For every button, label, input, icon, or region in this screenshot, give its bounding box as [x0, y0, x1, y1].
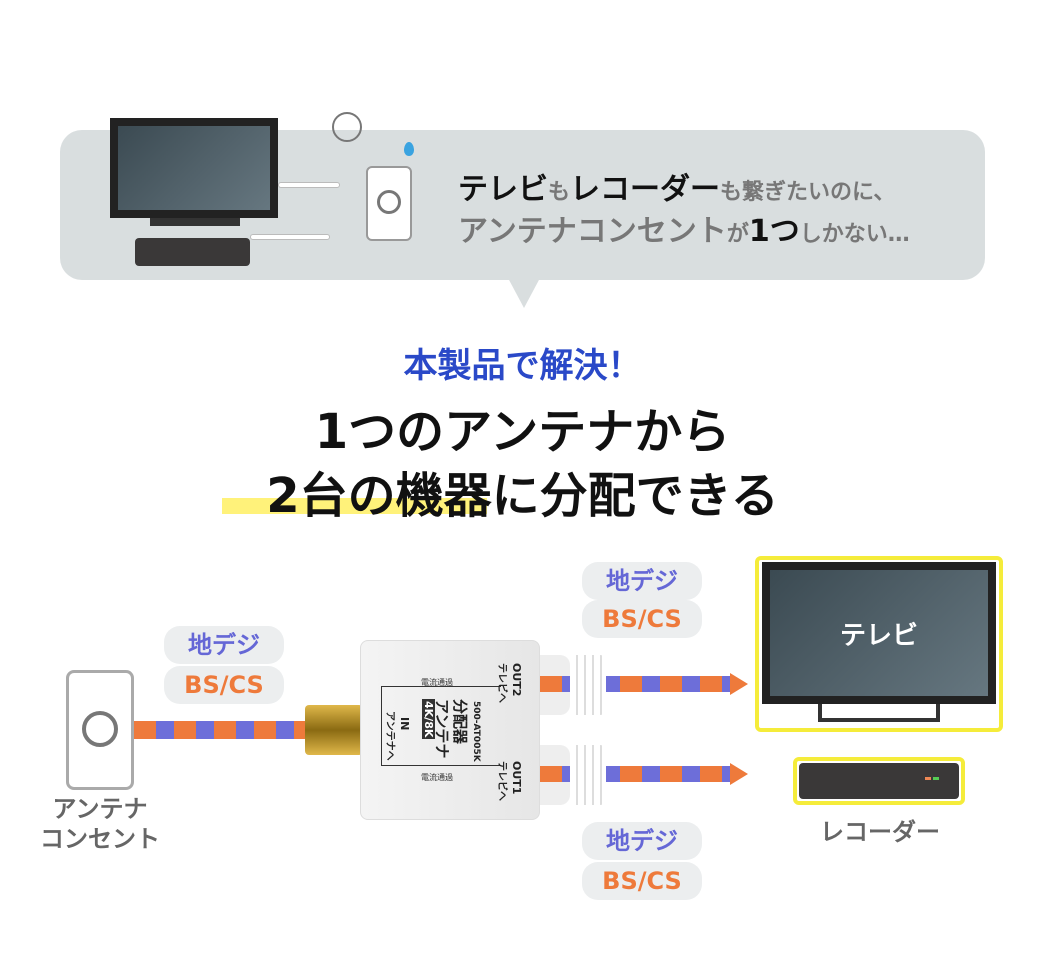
- antenna-outlet-icon: [366, 166, 412, 241]
- tag-terrestrial: 地デジ: [582, 562, 702, 600]
- splitter-model: 500-AT005K: [471, 701, 481, 762]
- headline-rest: に分配できる: [491, 468, 779, 524]
- tv-label: テレビ: [839, 620, 918, 651]
- outlet-label-line: コンセント: [40, 825, 160, 853]
- headline-line-1: 1つのアンテナから: [314, 404, 731, 460]
- tv: テレビ: [762, 562, 996, 704]
- tv-stand: [150, 218, 240, 226]
- tv-highlight-frame: [755, 556, 1003, 732]
- cable-icon: [250, 234, 330, 240]
- bubble-line-2: アンテナコンセントが1つしかない…: [458, 206, 910, 250]
- text-tv: テレビ: [458, 172, 548, 207]
- tag-terrestrial: 地デジ: [582, 822, 702, 860]
- text: も: [548, 180, 571, 205]
- cable-boot: [570, 745, 606, 805]
- out1-sub: テレビへ: [496, 761, 507, 801]
- recorder-label: レコーダー: [820, 818, 940, 846]
- splitter-name: 分配器: [451, 699, 469, 745]
- tag-bscs: BS/CS: [582, 600, 702, 638]
- text-recorder: レコーダー: [570, 172, 721, 207]
- in-sub: アンテナへ: [384, 711, 395, 761]
- out2-label: OUT2: [510, 663, 523, 697]
- signal-line: [381, 686, 501, 766]
- headline-highlight: 2台の機器: [266, 468, 492, 524]
- recorder-highlight-frame: [793, 757, 965, 805]
- outlet-label: アンテナコンセント: [30, 794, 170, 854]
- out1-cable: [540, 766, 732, 782]
- arrow-right-icon: [730, 763, 748, 785]
- antenna-outlet: [66, 670, 134, 790]
- out1-label: OUT1: [510, 761, 523, 795]
- text: も繋ぎたいのに、: [720, 180, 896, 205]
- pass-label: 電流通過: [421, 773, 453, 782]
- highlight-marker: [222, 498, 487, 514]
- outlet-label-line: アンテナ: [52, 795, 148, 823]
- text: が: [726, 222, 749, 247]
- tv-stand: [818, 704, 940, 722]
- input-cable: [134, 721, 310, 739]
- out2-sub: テレビへ: [496, 663, 507, 703]
- tag-bscs: BS/CS: [164, 666, 284, 704]
- in-label: IN: [398, 717, 411, 731]
- text: しかない…: [799, 222, 910, 247]
- tag-bscs: BS/CS: [582, 862, 702, 900]
- recorder-illustration: [135, 238, 250, 266]
- recorder: [799, 763, 959, 799]
- out2-cable: [540, 676, 732, 692]
- bubble-tail: [508, 278, 540, 308]
- solution-subheading: 本製品で解決！: [403, 346, 642, 386]
- antenna-splitter: 4K/8K アンテナ 分配器 500-AT005K アンテナへ IN OUT2 …: [360, 640, 540, 820]
- text-outlet: アンテナコンセント: [458, 214, 727, 249]
- tag-terrestrial: 地デジ: [164, 626, 284, 664]
- tv-illustration: [110, 118, 278, 218]
- sweat-drop-icon: [404, 142, 414, 156]
- cable-icon: [278, 182, 340, 188]
- pass-label: 電流通過: [421, 678, 453, 687]
- f-connector: [305, 705, 363, 755]
- arrow-right-icon: [730, 673, 748, 695]
- headline-line-2: 2台の機器に分配できる: [0, 456, 1045, 526]
- bubble-line-1: テレビもレコーダーも繋ぎたいのに、: [458, 164, 895, 208]
- cable-boot: [570, 655, 606, 715]
- tangled-cable-icon: [332, 112, 362, 142]
- text-one: 1つ: [748, 214, 800, 249]
